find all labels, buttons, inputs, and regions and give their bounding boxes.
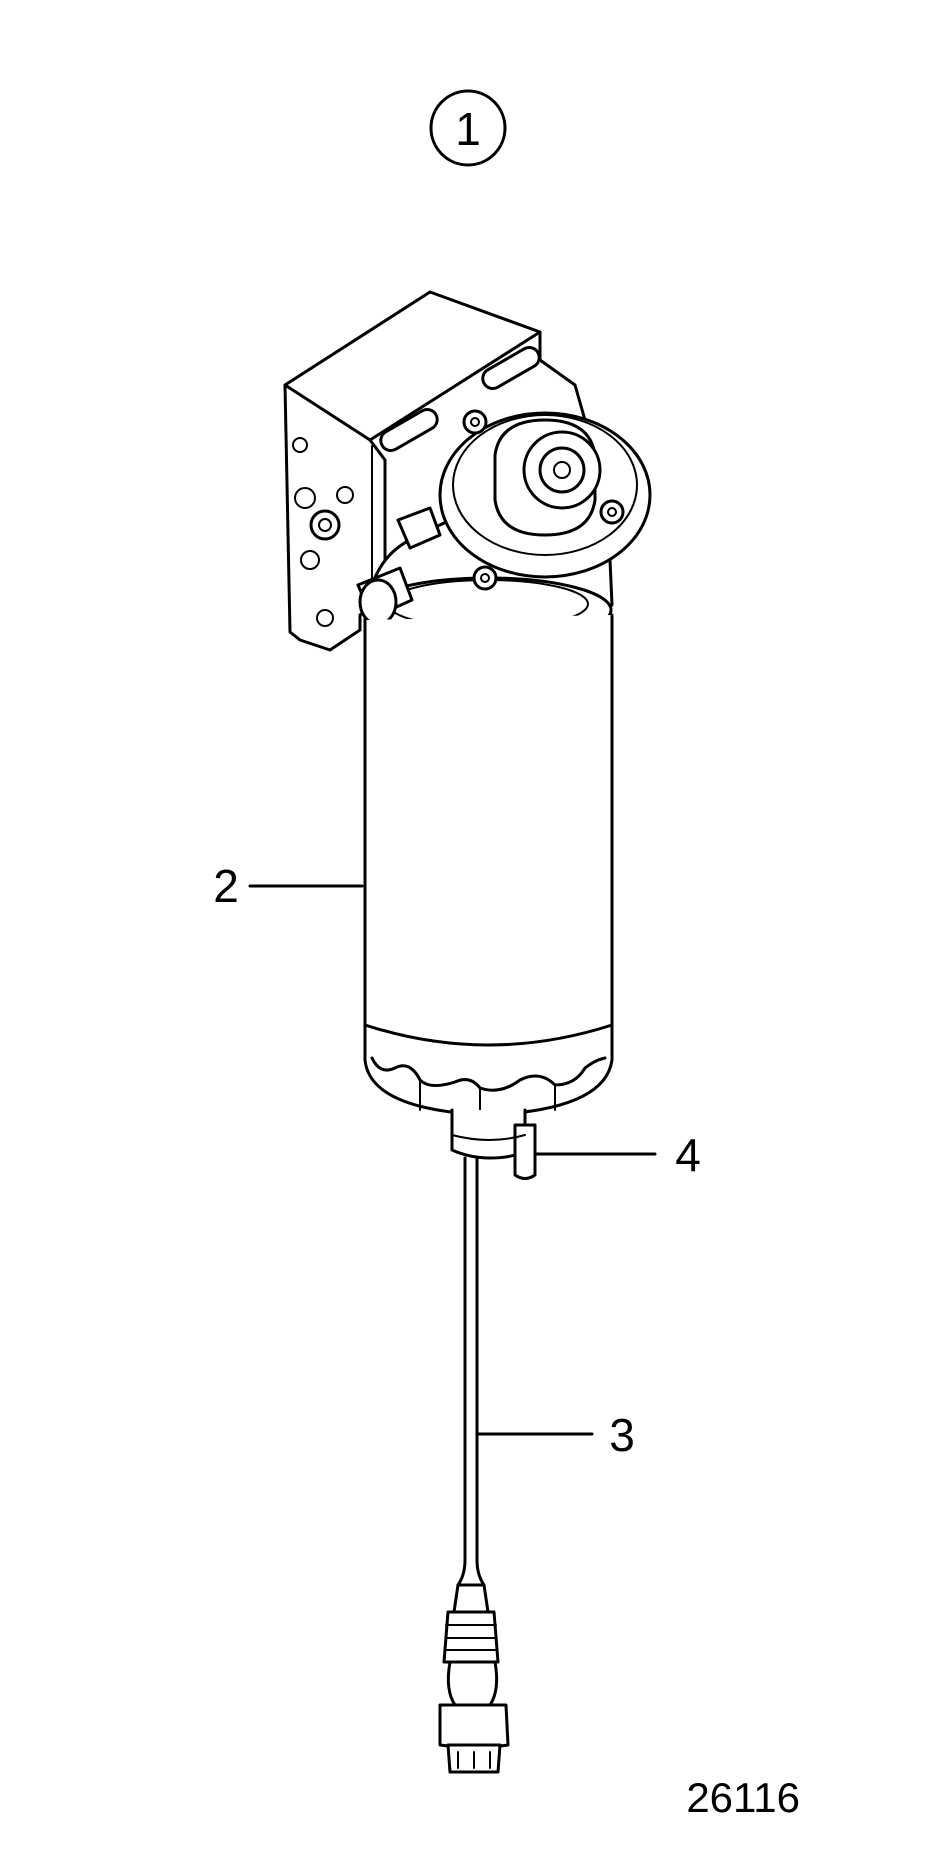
callout-3-label: 3 <box>609 1409 635 1461</box>
callout-1-label: 1 <box>455 103 481 155</box>
callout-4-label: 4 <box>675 1129 701 1181</box>
figure-number: 26116 <box>686 1774 800 1821</box>
filter-canister <box>363 613 614 1117</box>
drain-sensor <box>450 1108 537 1180</box>
callout-1-circle <box>429 89 507 167</box>
callout-1: 1 <box>429 89 507 167</box>
sensor-cable <box>438 1156 510 1774</box>
callout-2-label: 2 <box>213 860 239 912</box>
